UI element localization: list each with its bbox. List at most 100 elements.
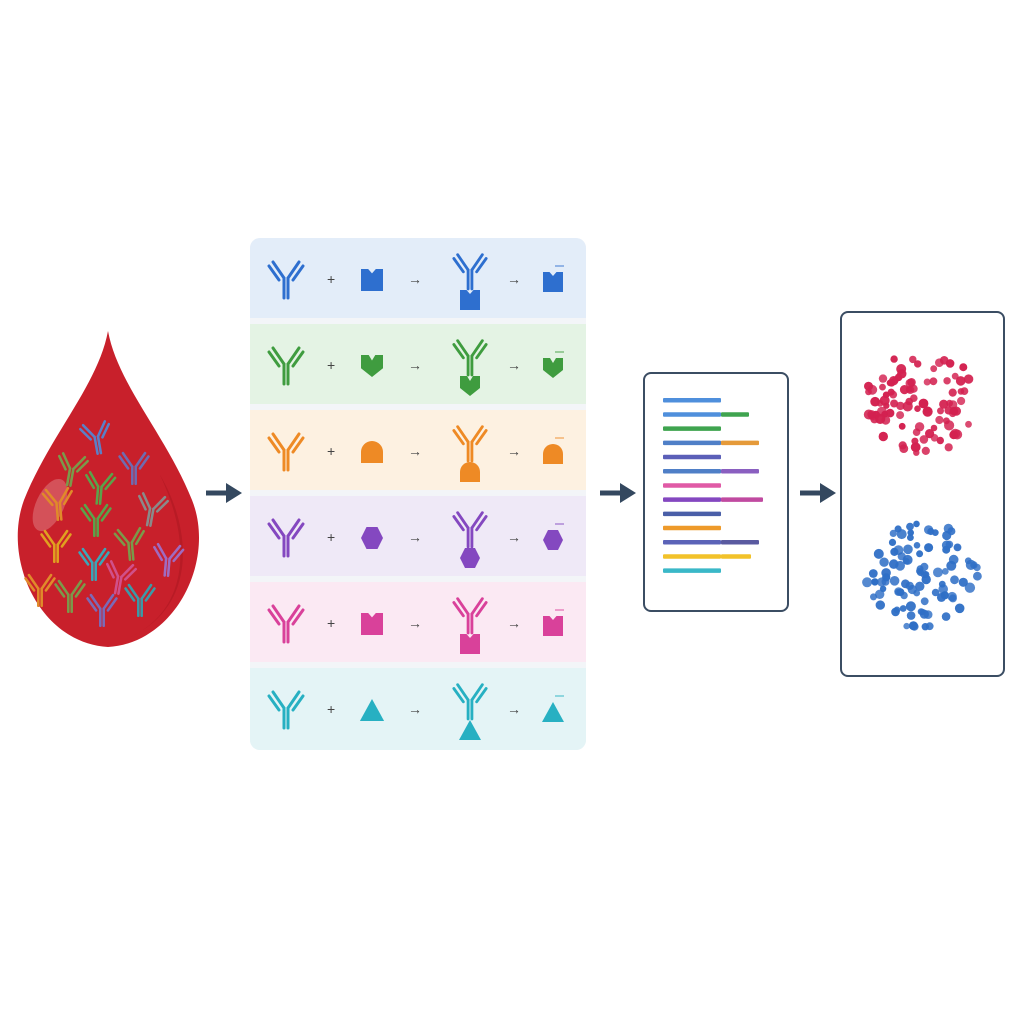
sequence-read-bar	[663, 454, 721, 460]
cluster-dot	[895, 560, 905, 571]
cluster-dot	[896, 401, 905, 411]
cluster-dot	[913, 589, 921, 597]
cluster-dot	[889, 390, 898, 399]
cluster-dot	[913, 542, 921, 549]
cluster-dot	[930, 434, 939, 442]
cluster-dot	[965, 420, 972, 428]
cluster-dot	[879, 557, 889, 567]
sequence-read-bar	[721, 440, 759, 446]
reaction-arrow: →	[507, 701, 521, 717]
cluster-dot	[953, 543, 962, 552]
cluster-dot	[948, 388, 957, 397]
blood-antibody-icon	[118, 451, 150, 485]
cluster-dot	[948, 554, 959, 565]
panel-row: +→→	[250, 324, 586, 404]
sequence-read-bar	[721, 412, 749, 417]
sequencing-bars	[663, 398, 763, 573]
bound-antibody-icon	[452, 597, 488, 635]
bound-antigen-icon	[460, 634, 480, 654]
blood-antibody-icon	[137, 492, 169, 527]
blood-antibody-icon	[85, 470, 117, 506]
reaction-arrow: →	[408, 443, 422, 459]
cluster-red	[863, 355, 974, 456]
cluster-dot	[951, 372, 959, 380]
reaction-arrow: →	[507, 357, 521, 373]
cluster-dot	[955, 376, 966, 386]
cluster-dot	[897, 552, 906, 561]
blood-antibody-icon	[80, 503, 112, 537]
panel-row-graphic	[267, 425, 564, 482]
plus-symbol: +	[327, 529, 336, 545]
antigen-icon	[361, 269, 383, 291]
cluster-dot	[890, 399, 899, 408]
cluster-dot	[959, 363, 968, 372]
cluster-dot	[879, 383, 886, 391]
cluster-dot	[903, 544, 913, 555]
reaction-arrow: →	[408, 357, 422, 373]
cluster-dot	[947, 591, 957, 602]
cluster-result-card	[840, 311, 1005, 677]
sequence-read-bar	[663, 469, 721, 474]
cluster-dot	[922, 571, 930, 578]
plus-symbol: +	[327, 615, 336, 631]
cluster-dot	[935, 415, 944, 425]
product-antigen-icon	[543, 358, 563, 378]
bound-antigen-icon	[460, 376, 480, 396]
cluster-dot	[916, 568, 925, 577]
antigen-icon	[361, 355, 383, 377]
cluster-dot	[944, 443, 953, 452]
cluster-dot	[903, 622, 910, 630]
panel-row-graphic	[267, 511, 564, 568]
cluster-dot	[871, 578, 879, 586]
blood-drop-body	[17, 331, 200, 647]
sequence-read-bar	[663, 412, 721, 417]
blood-antibody-icon	[124, 583, 156, 617]
reaction-arrow: →	[408, 701, 422, 717]
panel-row-graphic	[267, 683, 564, 740]
reaction-arrow: →	[408, 529, 422, 545]
cluster-dot	[931, 529, 939, 536]
cluster-dot	[925, 622, 934, 631]
bound-antibody-icon	[452, 339, 488, 377]
cluster-dot	[862, 577, 873, 588]
flow-arrow-1	[206, 483, 242, 503]
flow-arrow-3	[800, 483, 836, 503]
cluster-dot	[878, 374, 888, 383]
cluster-dot	[889, 529, 897, 537]
cluster-dot	[960, 387, 969, 395]
cluster-dot	[907, 529, 914, 536]
cluster-blue	[862, 520, 982, 631]
cluster-dot	[944, 406, 953, 415]
cluster-dot	[936, 592, 946, 602]
cluster-dot	[870, 396, 880, 407]
cluster-dot	[946, 399, 953, 407]
cluster-dot	[947, 527, 956, 536]
cluster-dot	[896, 529, 907, 540]
cluster-dot	[930, 424, 938, 432]
cluster-dot	[885, 408, 895, 418]
cluster-dot	[924, 543, 934, 553]
cluster-dot	[949, 430, 959, 440]
cluster-dot	[868, 569, 878, 578]
sequencing-readout-card	[643, 372, 789, 612]
cluster-dot	[865, 388, 872, 396]
cluster-dot	[923, 378, 931, 386]
cluster-dot	[913, 520, 920, 528]
cluster-dot	[890, 355, 898, 363]
cluster-dot	[945, 359, 955, 368]
sequence-read-bar	[663, 398, 721, 403]
cluster-dot	[878, 431, 888, 442]
cluster-dot	[958, 577, 968, 587]
cluster-dot	[906, 611, 916, 620]
panel-row: +→→	[250, 238, 586, 318]
cluster-dot	[894, 587, 903, 596]
antibody-icon	[267, 432, 305, 472]
blood-antibody-icon	[78, 547, 110, 581]
panel-row-graphic	[267, 253, 564, 310]
cluster-dot	[919, 435, 929, 444]
cluster-dot	[898, 441, 907, 450]
antigen-icon	[361, 527, 383, 549]
bound-antibody-icon	[452, 683, 488, 721]
sequence-read-bar	[663, 525, 721, 531]
